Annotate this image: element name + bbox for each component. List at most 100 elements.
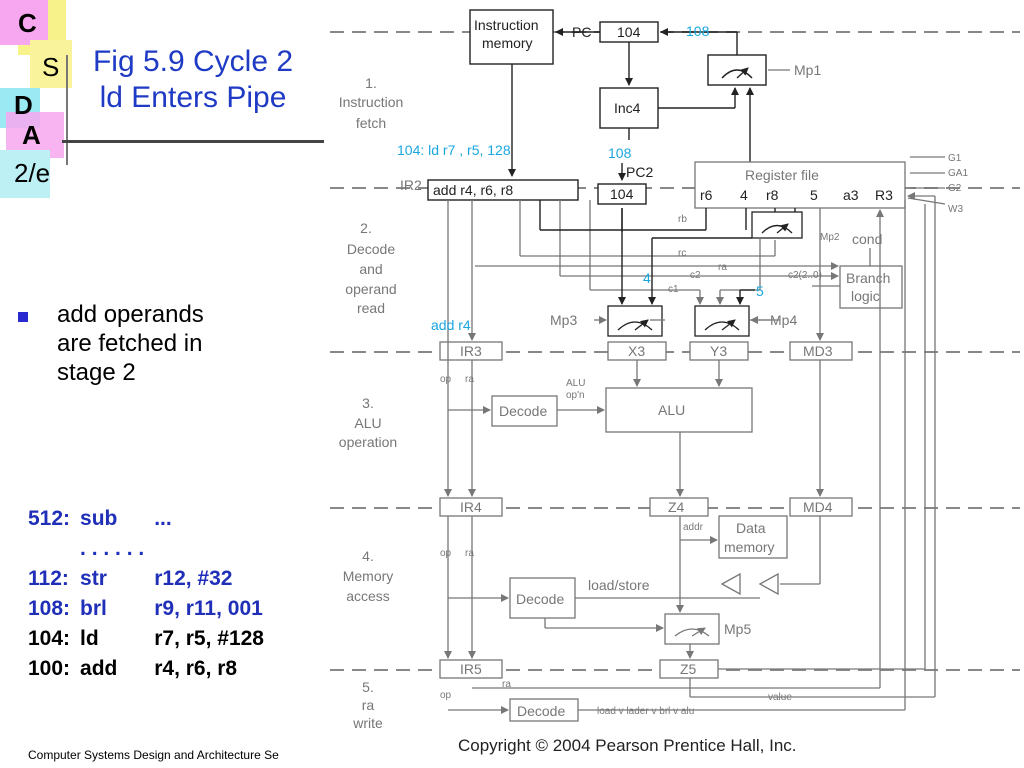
- ra-label-4: ra: [465, 548, 474, 559]
- fetched-instruction: 104: ld r7 , r5, 128: [397, 142, 511, 158]
- mp1-label: Mp1: [794, 62, 821, 78]
- stage4-num: 4.: [362, 548, 374, 564]
- ra-label-3: ra: [465, 374, 474, 385]
- instruction-memory-line1: Instruction: [474, 17, 539, 33]
- cond-label: cond: [852, 231, 882, 247]
- mp1-box: [707, 54, 767, 86]
- op-label-4: op: [440, 548, 452, 559]
- load-store-label: load/store: [588, 577, 650, 593]
- inc4-label: Inc4: [614, 100, 641, 116]
- logo-block-cyan-2: [0, 150, 50, 198]
- small-labels: load v lader v brl v alu value ALU op'n …: [440, 153, 968, 717]
- instruction-memory-box: [469, 9, 554, 65]
- pc2-in-value: 108: [608, 145, 632, 161]
- data-memory-box: [718, 515, 788, 559]
- code-op: add: [80, 657, 118, 680]
- logo-block-pink: [0, 0, 48, 45]
- ir2-label: IR2: [400, 177, 422, 193]
- branch-logic-box: [839, 265, 903, 309]
- op-label-5: op: [440, 690, 452, 701]
- copyright-text: Copyright © 2004 Pearson Prentice Hall, …: [458, 736, 797, 755]
- md3-box: [789, 341, 853, 361]
- ra-label-5: ra: [502, 679, 511, 690]
- code-row: 108: brl r9, r11, 001: [28, 594, 274, 624]
- ir2-value: add r4, r6, r8: [433, 182, 513, 198]
- mp4-box: [694, 305, 750, 337]
- code-op: ld: [80, 627, 99, 650]
- stage1-line1: Instruction: [339, 94, 404, 110]
- stage2-num: 2.: [360, 220, 372, 236]
- g1-label: G1: [948, 153, 962, 164]
- stage3-line2: operation: [339, 434, 397, 450]
- code-row: 104: ld r7, r5, #128: [28, 624, 274, 654]
- code-args: r4, r6, r8: [154, 657, 238, 680]
- logo-letter-a: A: [22, 120, 41, 150]
- stage2-line2: and: [359, 261, 382, 277]
- code-op: brl: [80, 597, 107, 620]
- alu-opn-line1: ALU: [566, 378, 585, 389]
- decode5-output-label: load v lader v brl v alu: [597, 706, 694, 717]
- logo-letter-s: S: [42, 52, 60, 82]
- mp3-label: Mp3: [550, 312, 577, 328]
- fetch-stage: [427, 9, 767, 205]
- decode5-label: Decode: [517, 703, 565, 719]
- stage-labels: 1. Instruction fetch 2. Decode and opera…: [339, 75, 404, 731]
- pc-next-value: 108: [686, 23, 710, 39]
- ir5-box: [439, 659, 503, 679]
- value-label: value: [768, 692, 792, 703]
- g2-label: G2: [948, 183, 962, 194]
- dark-wires: [539, 200, 796, 305]
- w3-label: W3: [948, 204, 963, 215]
- slide-title-line1: Fig 5.9 Cycle 2: [92, 45, 294, 78]
- footer-text: Computer Systems Design and Architecture…: [28, 748, 279, 762]
- gray-datapath: [439, 69, 946, 722]
- z4-box: [649, 497, 709, 517]
- stage5-line1: ra: [362, 697, 375, 713]
- stage4-line2: access: [346, 588, 390, 604]
- alu-box: [605, 387, 753, 433]
- branch-logic-line2: logic: [851, 288, 880, 304]
- mp4-in-value: 5: [756, 283, 764, 299]
- rf-a3: a3: [843, 187, 859, 203]
- pc2-box: [597, 183, 647, 205]
- stage4-line1: Memory: [343, 568, 394, 584]
- code-addr: 108:: [28, 597, 71, 620]
- code-args: ...: [154, 507, 172, 530]
- decode4-label: Decode: [516, 591, 564, 607]
- ir5-label: IR5: [460, 661, 482, 677]
- pc2-value: 104: [610, 186, 634, 202]
- slide-title: Fig 5.9 Cycle 2 ld Enters Pipe: [62, 44, 324, 116]
- instruction-memory-line2: memory: [482, 35, 533, 51]
- code-args: r9, r11, 001: [154, 597, 263, 620]
- gray-text: Mp1 Register file IR2 r6 4 r8 5 a3 R3 co…: [400, 62, 893, 719]
- logo-block-yellow-2: [30, 40, 72, 88]
- ga1-label: GA1: [948, 168, 968, 179]
- inc4-box: [599, 87, 659, 129]
- bullet-marker: [18, 312, 28, 322]
- c2-label: c2: [690, 270, 701, 281]
- code-addr: 112:: [28, 567, 69, 590]
- code-args: [154, 534, 274, 564]
- pc-label: PC: [572, 24, 591, 40]
- ra-label-2: ra: [718, 262, 727, 273]
- op-label-3: op: [440, 374, 452, 385]
- ir4-box: [439, 497, 503, 517]
- data-memory-line1: Data: [736, 520, 766, 536]
- logo-letter-c: C: [18, 8, 37, 38]
- rf-r6: r6: [700, 187, 713, 203]
- stage1-num: 1.: [365, 75, 377, 91]
- code-addr: 104:: [28, 627, 71, 650]
- md4-label: MD4: [803, 499, 833, 515]
- code-addr: [28, 534, 80, 564]
- code-args: r7, r5, #128: [154, 627, 264, 650]
- mp5-label: Mp5: [724, 621, 751, 637]
- md4-box: [789, 497, 853, 517]
- title-underline: [62, 140, 324, 143]
- code-op: sub: [80, 507, 118, 530]
- pipeline-diagram: 1. Instruction fetch 2. Decode and opera…: [330, 9, 1020, 731]
- ir3-box: [439, 341, 503, 361]
- rc-label: rc: [678, 248, 686, 259]
- title-vertical-rule: [66, 55, 68, 165]
